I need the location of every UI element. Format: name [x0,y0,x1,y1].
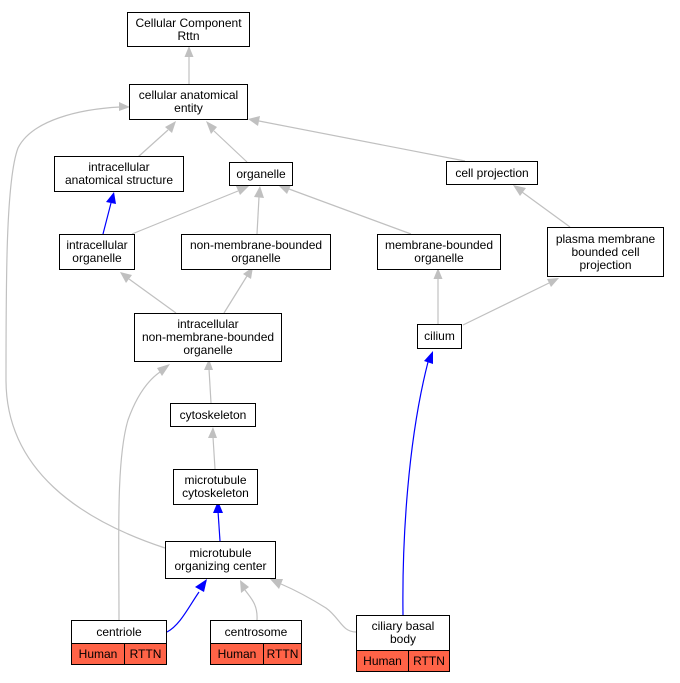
arrowhead-organelle-right [278,185,291,194]
arrowhead-organelle-left [236,186,249,195]
arrowhead-microtubule-organizing-center-right [270,579,283,589]
gene-badge-ciliary-basal-body: RTTN [408,651,449,671]
arrowhead-intracellular-non-membrane-bounded-organelle-left [157,364,170,376]
arrowhead-non-membrane-bounded-organelle [243,267,253,279]
edge-centriole-to-intracellular-non-membrane-bounded-organelle [118,371,161,621]
node-cellular-anatomical-entity[interactable]: cellular anatomical entity [129,84,248,120]
node-centriole[interactable]: centriole [71,620,167,643]
node-intracellular-anatomical-structure[interactable]: intracellular anatomical structure [54,156,184,192]
gene-badge-centriole: RTTN [124,644,166,664]
node-intracellular-organelle[interactable]: intracellular organelle [59,234,135,270]
edge-centrosome-to-microtubule-organizing-center [244,589,258,621]
species-badge-centrosome: Human [217,647,257,661]
arrowhead-intracellular-anatomical-structure [106,192,116,204]
species-badge-ciliary-basal-body: Human [363,654,402,668]
arrowhead-cilium [424,351,433,364]
edge-plasma-membrane-bounded-cell-projection-to-cell-projection [521,191,571,228]
arrowhead-root [184,46,194,57]
node-microtubule-organizing-center[interactable]: microtubule organizing center [165,541,276,579]
edge-organelle-to-cellular-anatomical-entity [213,130,248,163]
edge-intracellular-non-membrane-bounded-organelle-to-intracellular-organelle [128,278,177,314]
edges [5,57,571,633]
arrowhead-cell-projection [513,185,526,196]
edge-microtubule-cytoskeleton-to-cytoskeleton [212,436,216,470]
node-cell-projection[interactable]: cell projection [446,161,538,185]
arrowhead-intracellular-organelle [120,272,132,283]
node-plasma-membrane-bounded-cell-projection[interactable]: plasma membrane bounded cell projection [547,227,664,277]
edge-non-membrane-bounded-organelle-to-organelle [256,196,260,235]
arrowhead-organelle-middle [254,186,264,198]
edge-microtubule-organizing-center-to-microtubule-cytoskeleton [217,510,221,542]
node-membrane-bounded-organelle[interactable]: membrane-bounded organelle [377,234,501,270]
annotation-row-centrosome: Human RTTN [210,643,302,665]
arrowhead-cellular-anatomical-entity-left [165,121,176,133]
edge-intracellular-anatomical-structure-to-cellular-anatomical-entity [137,129,169,158]
node-non-membrane-bounded-organelle[interactable]: non-membrane-bounded organelle [181,234,331,270]
edge-ciliary-basal-body-to-microtubule-organizing-center [280,583,357,633]
gene-badge-centrosome: RTTN [263,644,301,664]
edge-cilium-to-plasma-membrane-bounded-cell-projection [462,282,550,326]
edge-ciliary-basal-body-to-cilium [402,361,429,616]
edge-membrane-bounded-organelle-to-organelle [288,188,412,235]
arrowhead-microtubule-organizing-center-middle [240,580,249,593]
arrowhead-membrane-bounded-organelle [433,268,443,279]
arrowhead-microtubule-organizing-center-left [195,579,207,592]
edge-cytoskeleton-to-intracellular-non-membrane-bounded-organelle [208,368,212,404]
node-cytoskeleton[interactable]: cytoskeleton [170,403,256,427]
species-badge-centriole: Human [78,647,118,661]
node-ciliary-basal-body[interactable]: ciliary basal body [356,615,450,650]
edge-intracellular-non-membrane-bounded-organelle-to-non-membrane-bounded-organelle [223,275,248,314]
arrowhead-intracellular-non-membrane-bounded-organelle-middle [204,359,213,370]
arrowheads [106,46,559,593]
arrowhead-microtubule-cytoskeleton [213,501,223,513]
arrowhead-cellular-anatomical-entity-long [119,102,130,111]
edge-intracellular-organelle-to-intracellular-anatomical-structure [102,202,112,235]
node-centrosome[interactable]: centrosome [210,620,302,643]
arrowhead-plasma-membrane-bounded-cell-projection [547,278,559,287]
node-intracellular-non-membrane-bounded-organelle[interactable]: intracellular non-membrane-bounded organ… [134,313,282,362]
node-cilium[interactable]: cilium [417,324,462,349]
arrowhead-cellular-anatomical-entity-middle [206,121,217,134]
edge-centriole-to-microtubule-organizing-center [166,591,200,633]
arrowhead-cellular-anatomical-entity-right [248,116,260,126]
arrowhead-cytoskeleton [208,427,217,438]
edge-cell-projection-to-cellular-anatomical-entity [258,120,466,162]
node-microtubule-cytoskeleton[interactable]: microtubule cytoskeleton [173,469,258,505]
node-cellular-component-root[interactable]: Cellular Component Rttn [127,12,250,47]
node-organelle[interactable]: organelle [229,162,293,186]
annotation-row-centriole: Human RTTN [71,643,167,665]
edge-microtubule-organizing-center-to-cellular-anatomical-entity [5,106,166,549]
edge-intracellular-organelle-to-organelle [131,190,239,235]
annotation-row-ciliary-basal-body: Human RTTN [356,650,450,672]
